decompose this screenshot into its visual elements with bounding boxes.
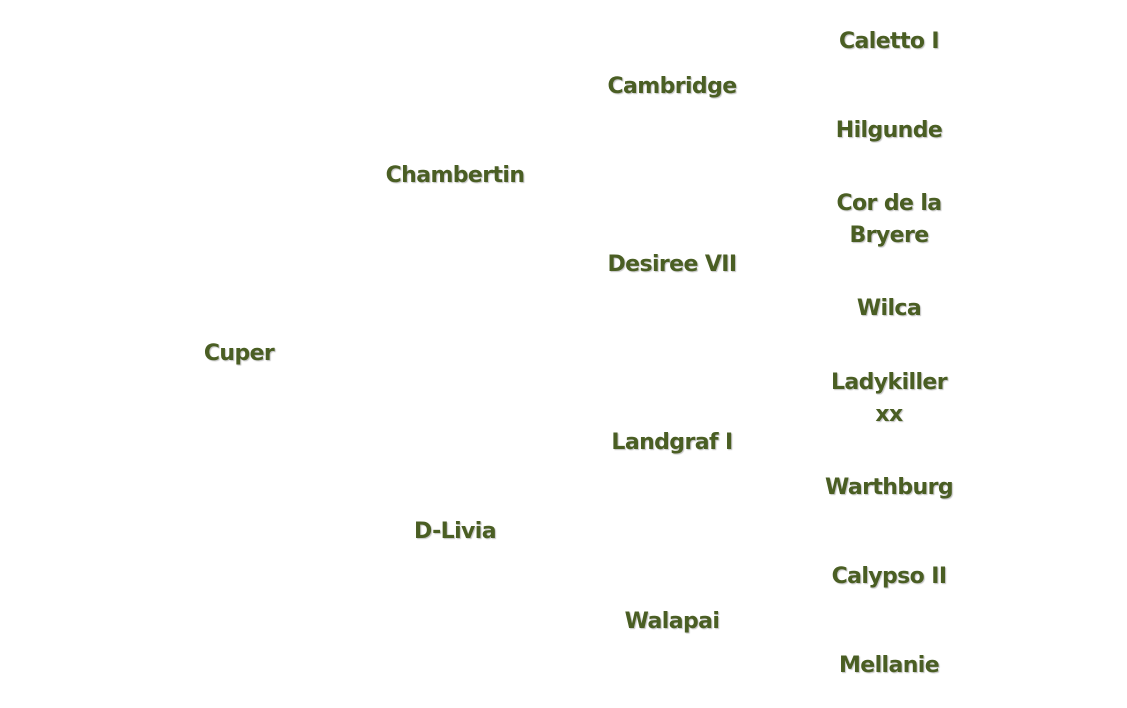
horse-sire-sire-dam: Hilgunde	[835, 118, 943, 143]
horse-dam: D-Livia	[414, 519, 496, 544]
horse-subject: Cuper	[203, 341, 275, 366]
horse-sire-dam-sire: Cor de la Bryere	[836, 191, 942, 248]
horse-sire: Chambertin	[385, 163, 525, 188]
horse-sire-dam: Desiree VII	[607, 252, 738, 277]
horse-dam-sire-sire: Ladykiller xx	[831, 370, 948, 427]
horse-dam-sire: Landgraf I	[611, 430, 733, 455]
horse-dam-sire-dam: Warthburg	[825, 475, 954, 500]
horse-sire-sire-sire: Caletto I	[838, 29, 940, 54]
horse-dam-dam-dam: Mellanie	[838, 653, 940, 678]
horse-sire-dam-dam: Wilca	[856, 296, 922, 321]
horse-sire-sire: Cambridge	[607, 74, 737, 99]
horse-dam-dam: Walapai	[624, 609, 720, 634]
horse-dam-dam-sire: Calypso II	[831, 564, 947, 589]
